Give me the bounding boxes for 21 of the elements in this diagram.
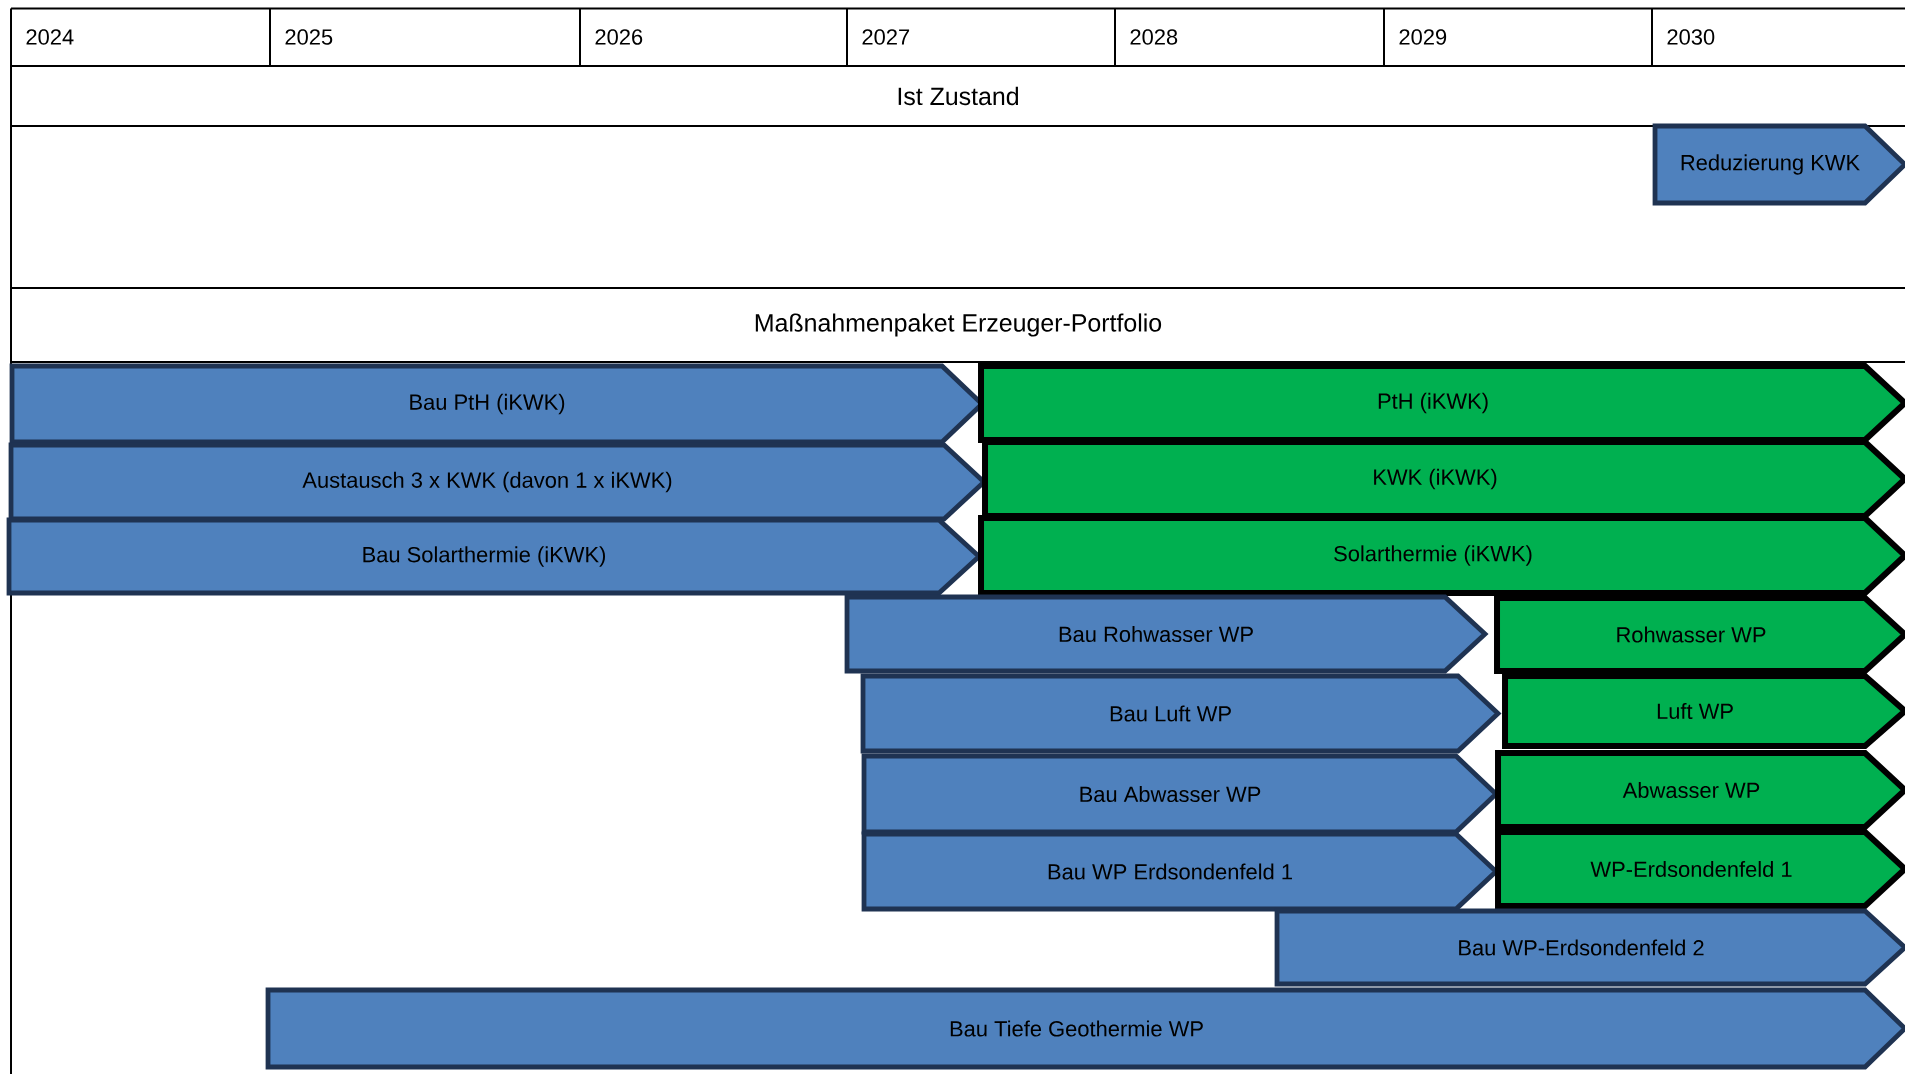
gantt-bar: PtH (iKWK) (978, 363, 1905, 443)
gantt-bar: Abwasser WP (1495, 750, 1905, 830)
gantt-bar: Bau Rohwasser WP (844, 594, 1489, 674)
year-label: 2024 (26, 29, 74, 45)
year-label: 2029 (1399, 29, 1447, 45)
gantt-bar: Reduzierung KWK (1652, 123, 1905, 206)
section-heading: Maßnahmenpaket Erzeuger-Portfolio (755, 313, 1162, 337)
year-label: 2027 (862, 29, 910, 45)
gantt-bar: Solarthermie (iKWK) (978, 515, 1905, 596)
year-label: 2026 (595, 29, 643, 45)
gantt-bar: Luft WP (1502, 673, 1905, 749)
year-label: 2025 (285, 29, 333, 45)
gantt-bar: Rohwasser WP (1494, 595, 1905, 674)
gantt-bar: Bau WP-Erdsondenfeld 2 (1274, 908, 1905, 987)
gantt-bar: Bau Tiefe Geothermie WP (265, 987, 1905, 1070)
year-label: 2030 (1667, 29, 1715, 45)
gantt-bar: WP-Erdsondenfeld 1 (1495, 829, 1905, 909)
section-heading: Ist Zustand (898, 86, 1018, 106)
gantt-bar: Bau Luft WP (860, 673, 1502, 754)
gantt-bar: KWK (iKWK) (982, 439, 1905, 519)
year-label: 2028 (1130, 29, 1178, 45)
